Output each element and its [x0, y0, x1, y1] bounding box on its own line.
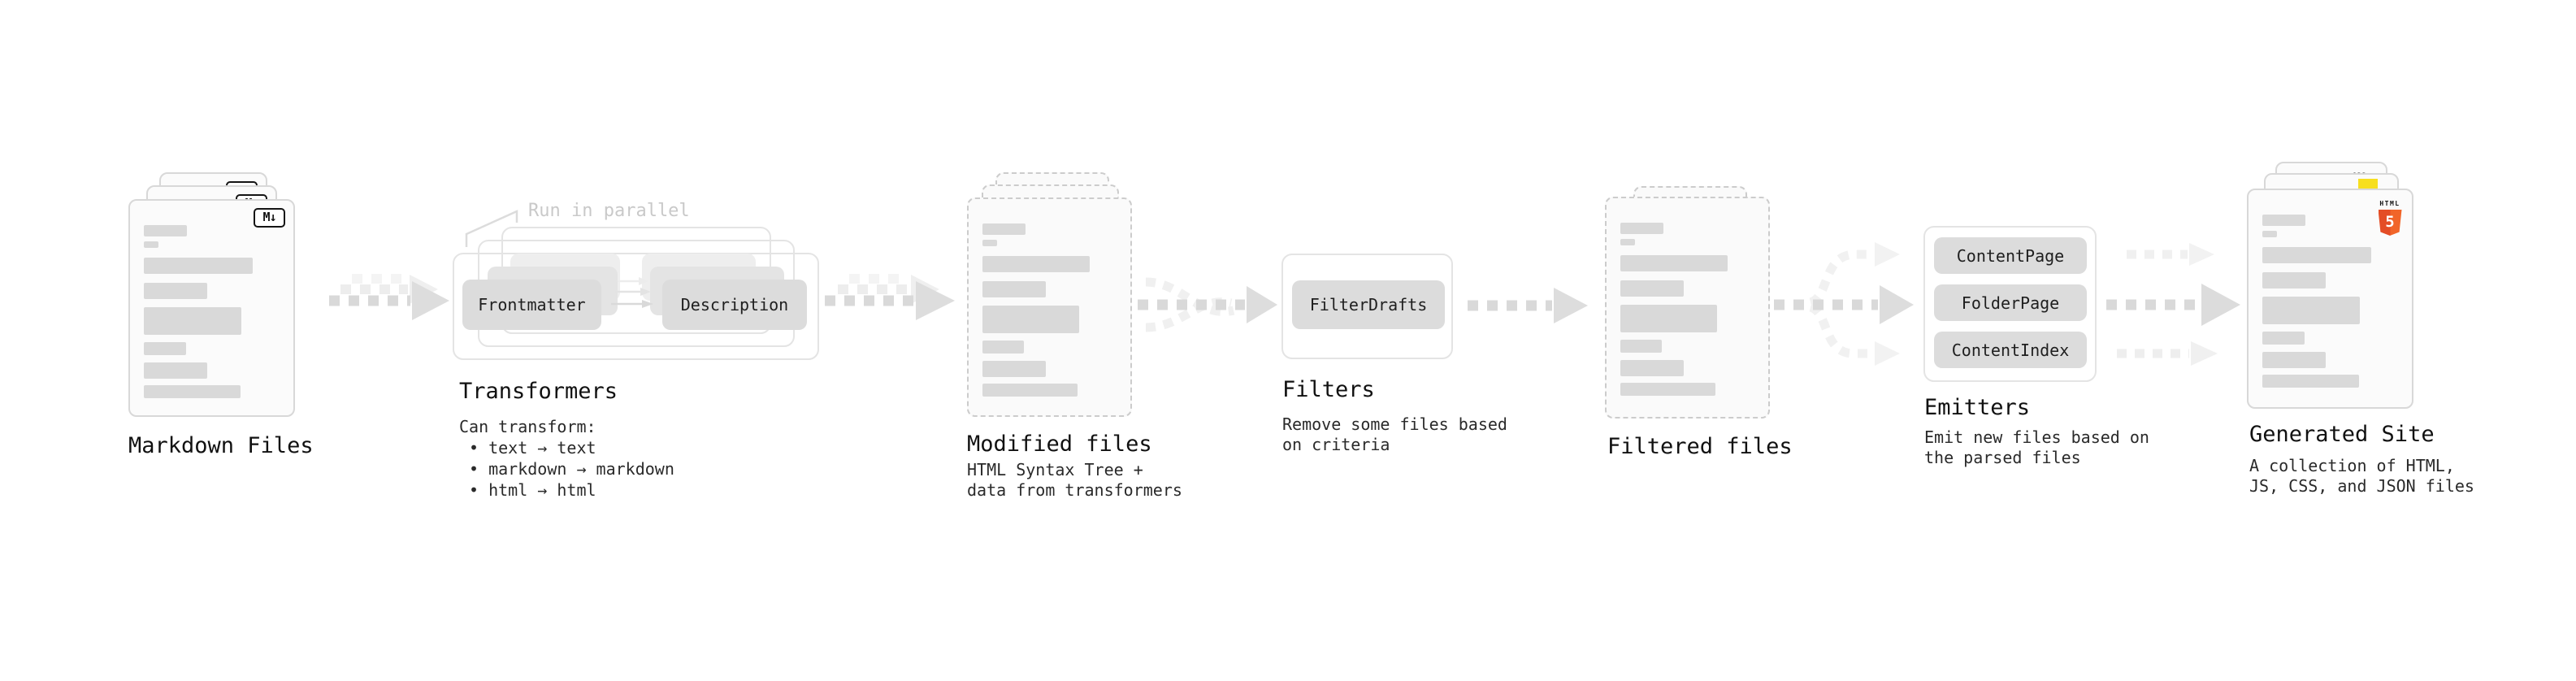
transformer-frame-front — [453, 253, 819, 360]
modified-files-title: Modified files — [967, 432, 1152, 457]
transformers-description: Can transform: • text → text • markdown … — [459, 417, 674, 501]
emitter-box-contentindex: ContentIndex — [1934, 332, 2087, 368]
filter-box-filterdrafts: FilterDrafts — [1292, 280, 1445, 329]
bullet-item: • markdown → markdown — [469, 459, 674, 479]
site-file-card-html: HTML 5 — [2247, 189, 2413, 409]
transformers-bullet-list: • text → text • markdown → markdown • ht… — [459, 437, 674, 501]
flow-arrow-modified-to-filters — [1138, 277, 1277, 332]
description-line: Emit new files based on — [1924, 427, 2149, 447]
transformer-step-frontmatter: Frontmatter — [462, 280, 601, 330]
document-text-placeholder — [982, 223, 1117, 397]
filtered-files-title: Filtered files — [1607, 434, 1793, 459]
emitter-box-label: ContentPage — [1956, 245, 2065, 266]
emitter-box-label: FolderPage — [1961, 293, 2060, 313]
description-line: the parsed files — [1924, 448, 2081, 467]
generated-site-description: A collection of HTML, JS, CSS, and JSON … — [2249, 456, 2474, 497]
description-line: A collection of HTML, — [2249, 456, 2455, 475]
filters-title: Filters — [1282, 377, 1375, 402]
flow-arrow-filtered-to-emitters — [1774, 242, 1914, 366]
emitter-box-folderpage: FolderPage — [1934, 284, 2087, 321]
filtered-file-card-front — [1605, 197, 1770, 419]
html5-shield: 5 — [2378, 210, 2402, 236]
document-text-placeholder — [144, 225, 280, 398]
description-line: on criteria — [1282, 435, 1390, 454]
html5-label: HTML — [2379, 200, 2400, 207]
run-in-parallel-label: Run in parallel — [528, 201, 690, 221]
flow-arrow-markdown-to-transformers — [329, 274, 449, 320]
flow-arrow-emitters-to-site — [2106, 243, 2240, 366]
emitters-description: Emit new files based on the parsed files — [1924, 427, 2149, 468]
bullet-item: • text → text — [469, 438, 596, 458]
transformers-description-heading: Can transform: — [459, 417, 596, 436]
emitter-box-label: ContentIndex — [1951, 340, 2070, 360]
emitter-box-contentpage: ContentPage — [1934, 237, 2087, 274]
run-in-parallel-callout-line — [465, 210, 518, 247]
description-line: JS, CSS, and JSON files — [2249, 476, 2474, 496]
transformer-step-label: Frontmatter — [478, 295, 586, 314]
generated-site-title: Generated Site — [2249, 422, 2435, 447]
flow-arrow-transformers-to-modified — [825, 274, 955, 320]
filter-box-label: FilterDrafts — [1309, 295, 1428, 314]
flow-arrow-filters-to-filtered — [1468, 288, 1588, 323]
description-line: HTML Syntax Tree + — [967, 460, 1143, 479]
markdown-file-card-front: M↓ — [128, 199, 295, 417]
description-line: Remove some files based — [1282, 414, 1507, 434]
modified-file-card-front — [967, 197, 1132, 417]
modified-files-description: HTML Syntax Tree + data from transformer… — [967, 460, 1182, 501]
document-text-placeholder — [1620, 223, 1754, 396]
document-text-placeholder — [2262, 215, 2398, 388]
transformer-step-arrows — [611, 277, 653, 308]
transformer-step-label: Description — [680, 295, 789, 314]
emitters-title: Emitters — [1924, 395, 2031, 420]
bullet-item: • html → html — [469, 480, 596, 500]
html5-icon: HTML 5 — [2376, 193, 2404, 236]
transformer-step-description: Description — [662, 280, 807, 330]
markdown-files-title: Markdown Files — [128, 433, 314, 458]
description-line: data from transformers — [967, 480, 1182, 500]
filters-description: Remove some files based on criteria — [1282, 414, 1507, 455]
transformers-title: Transformers — [459, 379, 618, 404]
markdown-icon: M↓ — [254, 208, 285, 228]
